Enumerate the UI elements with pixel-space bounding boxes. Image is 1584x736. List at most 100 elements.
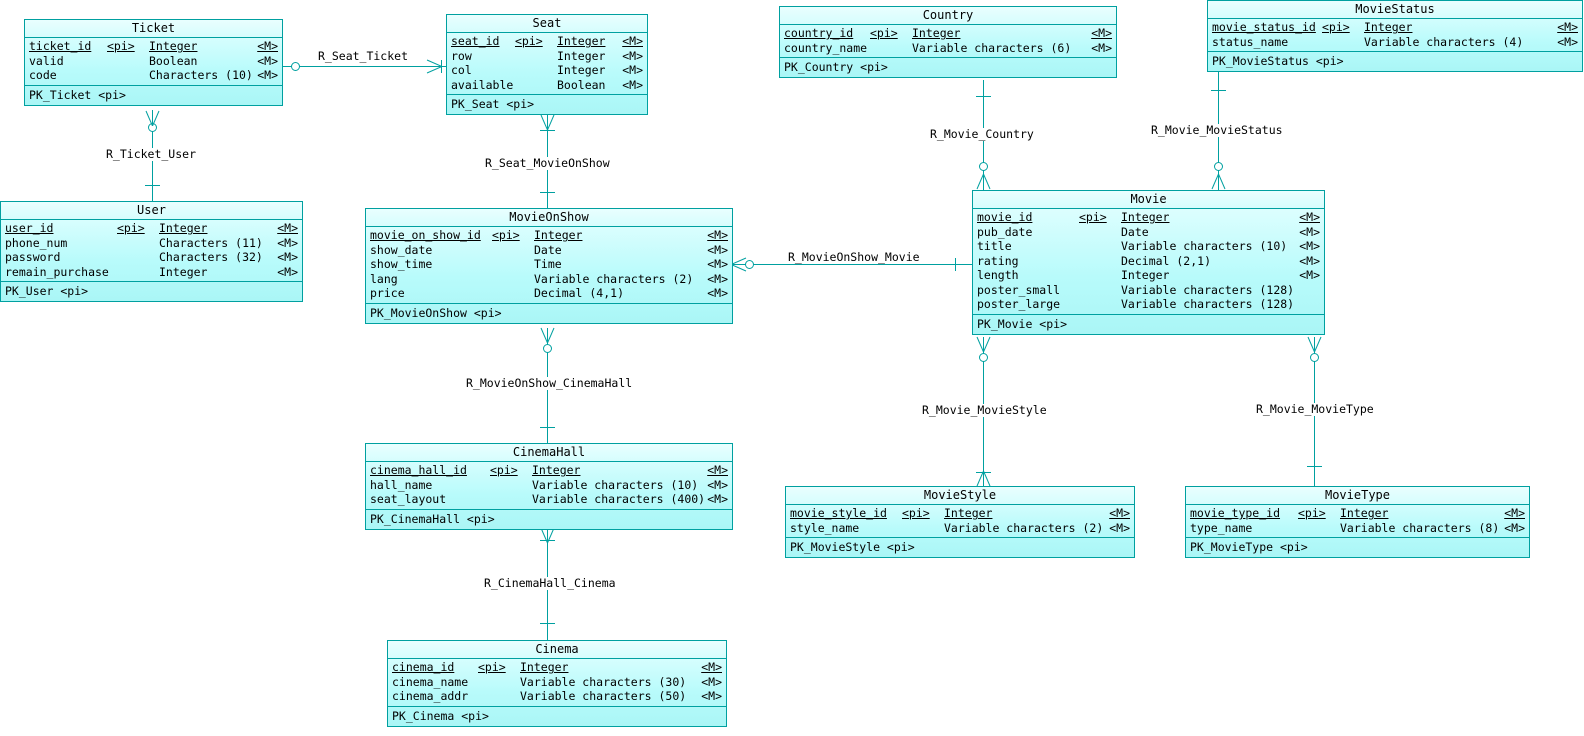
- crowsfoot-movie-movietype: [1307, 336, 1322, 352]
- attribute-type: Integer: [1121, 268, 1170, 282]
- attribute-name: hall_name: [370, 477, 433, 492]
- attribute-type: Characters (10): [149, 68, 253, 82]
- crowsfoot-movie-moviestatus: [1211, 174, 1226, 190]
- attribute-mandatory: <M>: [1504, 506, 1525, 520]
- attribute-pi: <pi>: [1322, 20, 1350, 34]
- attribute-mandatory: <M>: [1557, 20, 1578, 34]
- attribute-mandatory: <M>: [622, 34, 643, 48]
- attribute-pi: [492, 286, 534, 301]
- attribute-mandatory: <M>: [277, 250, 298, 264]
- attribute-pi: <pi>: [107, 39, 135, 53]
- entity-title-user: User: [1, 202, 302, 220]
- attribute-name: show_date: [370, 242, 433, 257]
- entity-title-cinema: Cinema: [388, 641, 726, 659]
- entity-title-movieonshow: MovieOnShow: [366, 209, 732, 227]
- attribute-pi: <pi>: [515, 34, 543, 48]
- attribute-type: Variable characters (2): [534, 271, 694, 286]
- entity-ticket[interactable]: Ticket ticket_id <pi> Integer <M> valid …: [24, 19, 283, 106]
- entity-attributes-seat: seat_id <pi> Integer <M> row Integer <M>…: [447, 33, 647, 95]
- relationship-label-r-movieonshow-movie: R_MovieOnShow_Movie: [786, 250, 922, 264]
- optional-marker-movieonshow-cinemahall: [543, 344, 552, 353]
- entity-country[interactable]: Country country_id <pi> Integer <M> coun…: [779, 6, 1117, 78]
- attribute-pi: [515, 49, 557, 64]
- attribute-mandatory: <M>: [707, 463, 728, 477]
- attribute-mandatory: <M>: [707, 257, 728, 271]
- attribute-name: ticket_id: [29, 39, 92, 53]
- attribute-mandatory: <M>: [1091, 40, 1112, 55]
- table-row: pub_date Date <M>: [973, 225, 1324, 240]
- table-row: movie_status_id <pi> Integer <M>: [1208, 20, 1582, 35]
- entity-moviestatus[interactable]: MovieStatus movie_status_id <pi> Integer…: [1207, 0, 1583, 72]
- mandatory-bar-cinemahall-cinema-top: [540, 540, 555, 541]
- crowsfoot-movie-moviestyle: [976, 336, 991, 352]
- entity-attributes-cinema: cinema_id <pi> Integer <M> cinema_name V…: [388, 659, 726, 707]
- attribute-mandatory: <M>: [707, 242, 728, 257]
- attribute-mandatory: <M>: [1299, 239, 1320, 253]
- table-row: poster_small Variable characters (128): [973, 283, 1324, 298]
- entity-pk-movie: PK_Movie <pi>: [977, 316, 1068, 331]
- attribute-pi: [1079, 283, 1121, 298]
- entity-attributes-movietype: movie_type_id <pi> Integer <M> type_name…: [1186, 505, 1529, 538]
- attribute-name: title: [977, 239, 1012, 253]
- entity-moviestyle[interactable]: MovieStyle movie_style_id <pi> Integer <…: [785, 486, 1135, 558]
- table-row: seat_layout Variable characters (400) <M…: [366, 492, 732, 507]
- attribute-pi: [1298, 521, 1340, 536]
- attribute-type: Integer: [532, 463, 581, 477]
- attribute-name: seat_id: [451, 34, 500, 48]
- attribute-pi: [1079, 239, 1121, 254]
- attribute-pi: [492, 257, 534, 272]
- attribute-pi: [492, 272, 534, 287]
- entity-movie[interactable]: Movie movie_id <pi> Integer <M> pub_date…: [972, 190, 1325, 335]
- attribute-name: cinema_addr: [392, 689, 469, 703]
- attribute-mandatory: <M>: [707, 271, 728, 286]
- attribute-name: price: [370, 286, 405, 300]
- connector-r-movieonshow-movie: [733, 264, 972, 265]
- attribute-mandatory: <M>: [1504, 520, 1525, 535]
- attribute-name: valid: [29, 53, 64, 68]
- attribute-type: Date: [1121, 224, 1149, 239]
- attribute-pi: [107, 54, 149, 69]
- entity-title-moviestatus: MovieStatus: [1208, 1, 1582, 19]
- table-row: movie_on_show_id <pi> Integer <M>: [366, 228, 732, 243]
- attribute-type: Integer: [944, 506, 993, 520]
- attribute-name: remain_purchase: [5, 264, 109, 279]
- attribute-name: row: [451, 48, 472, 63]
- relationship-label-r-movie-moviestyle: R_Movie_MovieStyle: [920, 403, 1049, 417]
- table-row: country_name Variable characters (6) <M>: [780, 41, 1116, 56]
- entity-pk-moviestatus: PK_MovieStatus <pi>: [1212, 54, 1344, 68]
- relationship-label-r-movie-moviestatus: R_Movie_MovieStatus: [1149, 123, 1285, 137]
- attribute-mandatory: <M>: [277, 235, 298, 250]
- attribute-name: cinema_name: [392, 674, 469, 689]
- entity-movietype[interactable]: MovieType movie_type_id <pi> Integer <M>…: [1185, 486, 1530, 558]
- optional-marker-ticket-seat: [291, 62, 300, 71]
- attribute-name: movie_id: [977, 210, 1033, 224]
- entity-cinemahall[interactable]: CinemaHall cinema_hall_id <pi> Integer <…: [365, 443, 733, 530]
- attribute-pi: [1322, 35, 1364, 50]
- attribute-name: movie_status_id: [1212, 20, 1316, 34]
- attribute-mandatory: <M>: [707, 492, 728, 506]
- table-row: cinema_name Variable characters (30) <M>: [388, 675, 726, 690]
- attribute-mandatory: [1320, 283, 1324, 298]
- attribute-name: code: [29, 68, 57, 82]
- entity-seat[interactable]: Seat seat_id <pi> Integer <M> row Intege…: [446, 14, 648, 115]
- table-row: type_name Variable characters (8) <M>: [1186, 521, 1529, 536]
- optional-marker-movie-country: [979, 162, 988, 171]
- attribute-name: rating: [977, 253, 1019, 268]
- entity-cinema[interactable]: Cinema cinema_id <pi> Integer <M> cinema…: [387, 640, 727, 727]
- attribute-mandatory: <M>: [1299, 268, 1320, 282]
- attribute-mandatory: <M>: [277, 221, 298, 235]
- table-row: movie_style_id <pi> Integer <M>: [786, 506, 1134, 521]
- entity-user[interactable]: User user_id <pi> Integer <M> phone_num …: [0, 201, 303, 302]
- mandatory-bar-seat-movieonshow-top: [540, 130, 555, 131]
- attribute-type: Integer: [557, 34, 606, 48]
- entity-title-movie: Movie: [973, 191, 1324, 209]
- attribute-type: Variable characters (8): [1340, 520, 1500, 535]
- attribute-mandatory: <M>: [707, 228, 728, 242]
- attribute-mandatory: <M>: [1299, 253, 1320, 268]
- attribute-mandatory: <M>: [1109, 506, 1130, 520]
- entity-title-ticket: Ticket: [25, 20, 282, 38]
- entity-pk-user: PK_User <pi>: [5, 284, 89, 298]
- mandatory-bar-moviestatus-movie: [1211, 90, 1226, 91]
- entity-title-seat: Seat: [447, 15, 647, 33]
- entity-movieonshow[interactable]: MovieOnShow movie_on_show_id <pi> Intege…: [365, 208, 733, 324]
